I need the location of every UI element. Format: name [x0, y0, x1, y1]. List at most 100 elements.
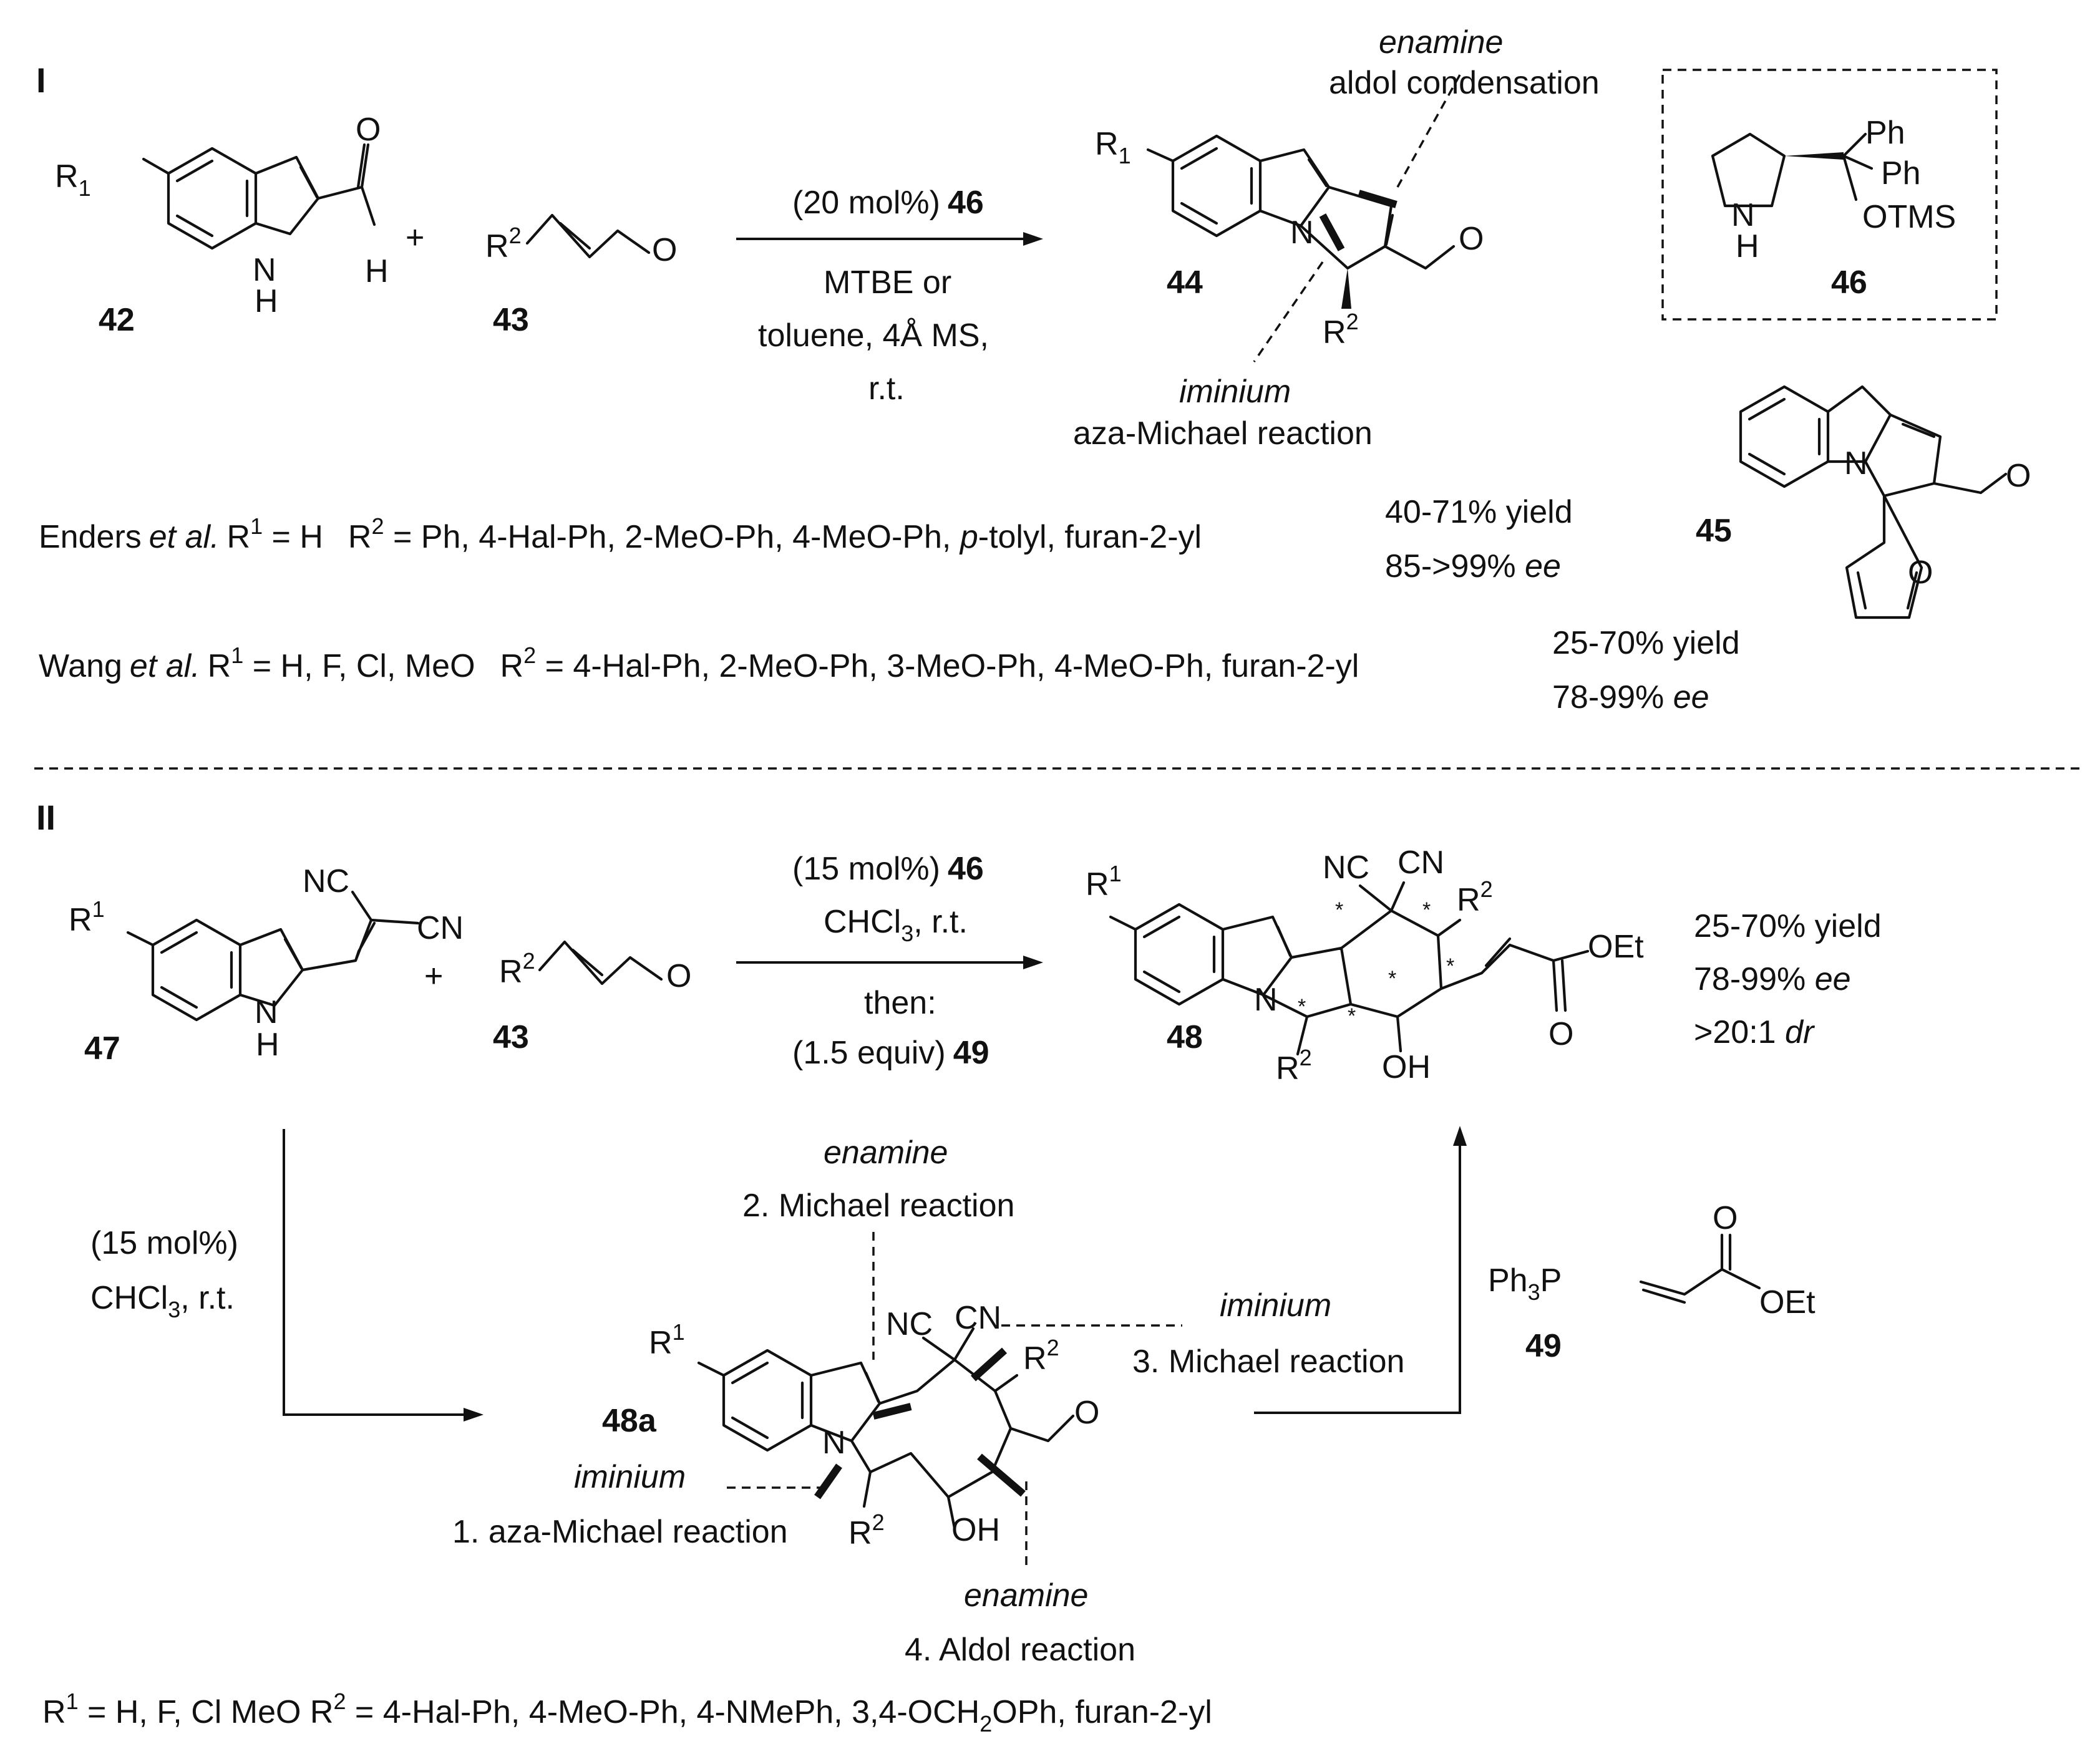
nh-h-42: H — [255, 283, 278, 319]
annotation-enamine-i: enamine — [1379, 24, 1503, 61]
side-conditions-solvent: CHCl3, r.t. — [90, 1280, 235, 1322]
structure-48 — [1109, 881, 1590, 1056]
ph-1-46: Ph — [1865, 115, 1905, 151]
oh-48: OH — [1382, 1049, 1431, 1085]
plus-sign-2: + — [424, 958, 443, 994]
furan-oxygen-45: O — [1908, 555, 1933, 591]
structure-47 — [126, 890, 420, 1022]
result-ii-dr: >20:1 dr — [1694, 1014, 1816, 1050]
stereocenter-3: * — [1446, 954, 1454, 978]
structure-48a — [697, 1327, 1075, 1530]
step2-label: 2. Michael reaction — [742, 1188, 1014, 1224]
hydrogen-42: H — [365, 253, 389, 289]
nitrogen-48a: N — [822, 1425, 846, 1461]
oet-49: OEt — [1759, 1284, 1816, 1320]
conditions-ii-catalyst: (15 mol%)46 — [792, 851, 984, 887]
step3-mode: iminium — [1220, 1287, 1331, 1324]
conditions-i-temp: r.t. — [868, 371, 905, 407]
r1-label-44: R1 — [1095, 126, 1131, 168]
step1-label: 1. aza-Michael reaction — [452, 1514, 788, 1550]
nitrogen-45: N — [1844, 445, 1868, 482]
annotation-aldol-i: aldol condensation — [1329, 65, 1600, 101]
compound-label-42: 42 — [99, 302, 135, 338]
conditions-i-catalyst: (20 mol%)46 — [792, 185, 984, 221]
r2-bottom-48: R2 — [1276, 1045, 1312, 1087]
structure-45 — [1739, 385, 2008, 619]
r1-label-48: R1 — [1086, 861, 1122, 903]
enders-yield: 40-71% yield — [1385, 494, 1573, 530]
oxygen-45: O — [2006, 458, 2031, 494]
cn-48: CN — [1398, 845, 1444, 881]
oxygen-42: O — [356, 112, 381, 148]
nc-48a: NC — [886, 1306, 933, 1342]
arrow-to-48a — [283, 1129, 468, 1416]
conditions-ii-reagent: (1.5 equiv)49 — [792, 1035, 989, 1071]
dash-aza-44 — [1253, 261, 1324, 362]
ph3p-49: Ph3P — [1488, 1262, 1562, 1305]
carbonyl-o-49: O — [1713, 1200, 1738, 1236]
stereocenter-2: * — [1422, 898, 1431, 922]
structure-43-ii — [538, 940, 663, 986]
compound-label-48a: 48a — [602, 1403, 657, 1439]
nh-h-47: H — [256, 1027, 280, 1063]
stereocenter-5: * — [1348, 1004, 1356, 1028]
structure-49 — [1639, 1233, 1761, 1304]
compound-label-43: 43 — [493, 302, 529, 338]
structure-43 — [525, 213, 651, 259]
stereocenter-6: * — [1298, 995, 1306, 1019]
compound-label-44: 44 — [1167, 264, 1203, 301]
step3-label: 3. Michael reaction — [1132, 1344, 1404, 1380]
nc-47: NC — [303, 863, 349, 899]
structure-42 — [142, 143, 376, 250]
r2-label-43-ii: R2 — [499, 948, 535, 990]
side-conditions-catalyst: (15 mol%) — [90, 1225, 238, 1261]
result-ii-ee: 78-99% ee — [1694, 961, 1851, 997]
stereocenter-4: * — [1388, 967, 1396, 991]
plus-sign-1: + — [406, 220, 424, 256]
step2-mode: enamine — [824, 1135, 948, 1171]
footer-substituents: R1 = H, F, Cl MeO R2 = 4-Hal-Ph, 4-MeO-P… — [42, 1688, 1212, 1737]
r1-label-42: R1 — [55, 158, 91, 201]
compound-label-46: 46 — [1831, 264, 1867, 301]
catalyst-46-box — [1661, 69, 1998, 321]
compound-label-45: 45 — [1696, 513, 1732, 549]
r2-label-44: R2 — [1323, 309, 1359, 351]
nh-47: N — [255, 994, 278, 1030]
cn-48a: CN — [955, 1300, 1001, 1336]
annotation-iminium-i: iminium — [1179, 374, 1291, 410]
aldehyde-o-48a: O — [1074, 1395, 1099, 1431]
section-label-i: I — [36, 61, 46, 100]
r2-bottom-48a: R2 — [848, 1509, 885, 1551]
r1-label-47: R1 — [69, 896, 105, 938]
step1-mode: iminium — [574, 1459, 686, 1495]
conditions-ii-then: then: — [864, 985, 936, 1021]
cn-47: CN — [417, 910, 464, 946]
arrow-to-48 — [1254, 1141, 1461, 1414]
nh-h-46: H — [1736, 228, 1759, 264]
structure-46 — [1711, 132, 1874, 208]
compound-label-48: 48 — [1167, 1019, 1203, 1055]
oxygen-43: O — [652, 232, 677, 268]
compound-label-47: 47 — [84, 1030, 120, 1067]
conditions-ii-solvent: CHCl3, r.t. — [824, 904, 968, 946]
compound-label-43-ii: 43 — [493, 1019, 529, 1055]
nitrogen-44: N — [1290, 215, 1314, 251]
oxygen-43-ii: O — [666, 958, 691, 994]
compound-label-49: 49 — [1525, 1328, 1562, 1364]
ph-2-46: Ph — [1881, 155, 1921, 191]
nitrogen-48: N — [1254, 982, 1278, 1018]
r1-label-48a: R1 — [649, 1319, 685, 1361]
r2-label-43: R2 — [485, 223, 522, 264]
nh-46: N — [1731, 197, 1755, 233]
wang-ee: 78-99% ee — [1552, 679, 1709, 715]
r2-top-48a: R2 — [1023, 1335, 1059, 1377]
enders-ee: 85->99% ee — [1385, 548, 1561, 584]
conditions-i-solvent-2: toluene, 4Å MS, — [758, 317, 989, 354]
conditions-i-solvent-1: MTBE or — [824, 264, 951, 301]
oet-48: OEt — [1588, 929, 1644, 965]
step4-mode: enamine — [964, 1577, 1088, 1614]
stereocenter-1: * — [1335, 898, 1343, 922]
